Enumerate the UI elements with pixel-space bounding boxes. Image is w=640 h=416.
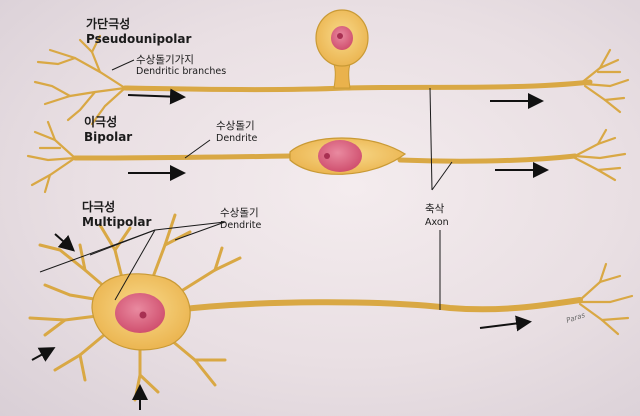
arrow-diagonal-icon — [31, 347, 56, 362]
dendritic-branches-label-en: Dendritic branches — [136, 66, 227, 77]
multipolar-dendrite-label-en: Dendrite — [220, 220, 262, 231]
arrow-right-icon — [127, 88, 186, 105]
multipolar-nucleus — [115, 293, 165, 333]
bipolar-dendrite-label-ko: 수상돌기 — [216, 120, 255, 132]
bipolar-title-en: Bipolar — [84, 130, 133, 144]
bipolar-nucleus — [318, 140, 362, 172]
pseudounipolar-title-ko: 가단극성 — [86, 17, 131, 31]
dendritic-branches-label-ko: 수상돌기가지 — [136, 54, 194, 66]
bipolar-dendrite-label-en: Dendrite — [216, 133, 258, 144]
axon-label-en: Axon — [425, 217, 449, 228]
axon-label-ko: 축삭 — [425, 203, 445, 215]
multipolar-title-en: Multipolar — [82, 215, 152, 229]
pseudounipolar-title-en: Pseudounipolar — [86, 32, 192, 46]
leader-lines — [39, 59, 453, 310]
bipolar-neuron — [26, 120, 627, 194]
multipolar-dendrite-label-ko: 수상돌기 — [220, 207, 259, 219]
signal-direction-arrows — [31, 88, 549, 410]
arrow-right-icon — [479, 315, 532, 332]
multipolar-title-ko: 다극성 — [82, 200, 116, 214]
arrow-diagonal-icon — [54, 233, 75, 252]
multipolar-neuron — [28, 213, 634, 402]
bipolar-title-ko: 이극성 — [84, 115, 118, 129]
